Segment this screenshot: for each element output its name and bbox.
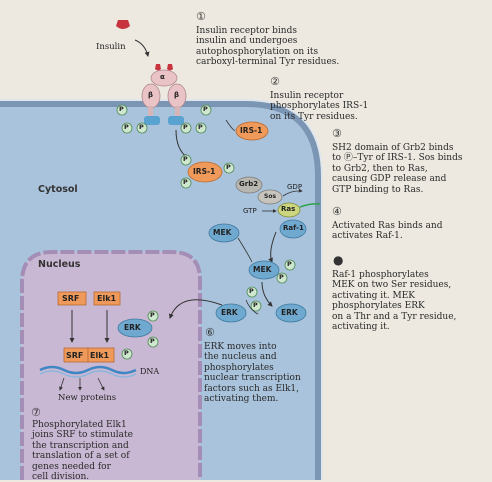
irs1-upper-shape (235, 121, 269, 141)
p-label: P (287, 260, 292, 268)
p-label: P (183, 155, 188, 163)
beta-left-label: β (148, 91, 154, 99)
p-label: P (183, 123, 188, 131)
elk1-lower-shape (87, 347, 115, 363)
nucleus-label: Nucleus (38, 259, 81, 270)
srf-upper-label: SRF (62, 294, 80, 303)
beta-right-label: β (174, 91, 180, 99)
new-proteins-label: New proteins (58, 393, 117, 403)
p-label: P (183, 178, 188, 186)
step-7-caption: Phosphorylated Elk1 joins SRF to stimula… (32, 420, 133, 482)
step-4-caption: Activated Ras binds and activates Raf-1. (332, 221, 443, 242)
elk1-upper-shape (93, 291, 121, 306)
sos-shape (257, 189, 283, 205)
p-label: P (226, 163, 231, 171)
raf1-shape (279, 219, 307, 239)
irs1-lower-shape (187, 161, 223, 183)
p-label: P (150, 337, 155, 345)
elk1-upper-label: Elk1 (97, 294, 117, 303)
p-label: P (203, 105, 208, 113)
sos-label: Sos (264, 193, 277, 200)
step-3-marker: ③ (332, 127, 342, 140)
step-5-marker: ● (333, 253, 344, 267)
irs1-upper-label: IRS-1 (240, 126, 263, 135)
step-5-caption: Raf-1 phosphorylates MEK on two Ser resi… (332, 270, 457, 333)
p-label: P (150, 311, 155, 319)
step-6-caption: ERK moves into the nucleus and phosphory… (204, 342, 301, 405)
dna-label: DNA (140, 367, 160, 376)
grb2-shape (235, 176, 263, 194)
raf1-label: Raf-1 (283, 224, 304, 232)
p-label: P (139, 123, 144, 131)
step-1-caption: Insulin receptor binds insulin and under… (196, 26, 340, 68)
p-label: P (119, 105, 124, 113)
step-4-marker: ④ (332, 205, 342, 218)
mek-active-shape (248, 260, 280, 280)
erk-inactive-label: ERK (221, 308, 238, 317)
alpha-label: α (160, 73, 165, 81)
erk-nuclear-label: ERK (124, 323, 141, 332)
ras-label: Ras (281, 205, 296, 213)
gtp-label: GTP (243, 207, 257, 215)
erk-active-shape (275, 303, 307, 323)
step-6-marker: ⑥ (205, 326, 215, 339)
srf-lower-label: SRF (66, 351, 84, 360)
insulin-receptor (141, 64, 187, 125)
p-label: P (279, 273, 284, 281)
insulin-label: Insulin (96, 42, 126, 52)
mek-inactive-label: MEK (213, 228, 232, 237)
irs1-lower-label: IRS-1 (193, 167, 216, 176)
insulin-shape (116, 20, 130, 29)
p-label: P (249, 287, 254, 295)
p-label: P (253, 301, 258, 309)
elk1-lower-label: Elk1 (90, 351, 110, 360)
mek-active-label: MEK (253, 265, 272, 274)
step-2-caption: Insulin receptor phosphorylates IRS-1 on… (270, 91, 369, 122)
step-2-marker: ② (270, 75, 280, 88)
step-7-marker: ⑦ (31, 406, 41, 419)
srf-upper-shape (57, 291, 87, 306)
cytosol-label: Cytosol (38, 184, 78, 195)
nuclear-envelope (20, 250, 202, 480)
dna-strand (39, 365, 137, 375)
ras-shape (277, 202, 301, 218)
p-label: P (124, 349, 129, 357)
step-3-caption: SH2 domain of Grb2 binds to Ⓟ–Tyr of IRS… (332, 143, 463, 195)
p-label: P (124, 123, 129, 131)
p-label: P (198, 123, 203, 131)
erk-active-label: ERK (281, 308, 298, 317)
mek-inactive-shape (208, 223, 240, 243)
plasma-membrane (0, 101, 321, 480)
step-1-marker: ① (196, 10, 206, 23)
erk-nuclear-shape (117, 318, 153, 338)
grb2-label: Grb2 (239, 180, 259, 188)
gdp-label: GDP (287, 183, 303, 191)
erk-inactive-shape (215, 303, 247, 323)
nucleus-region (22, 252, 200, 480)
